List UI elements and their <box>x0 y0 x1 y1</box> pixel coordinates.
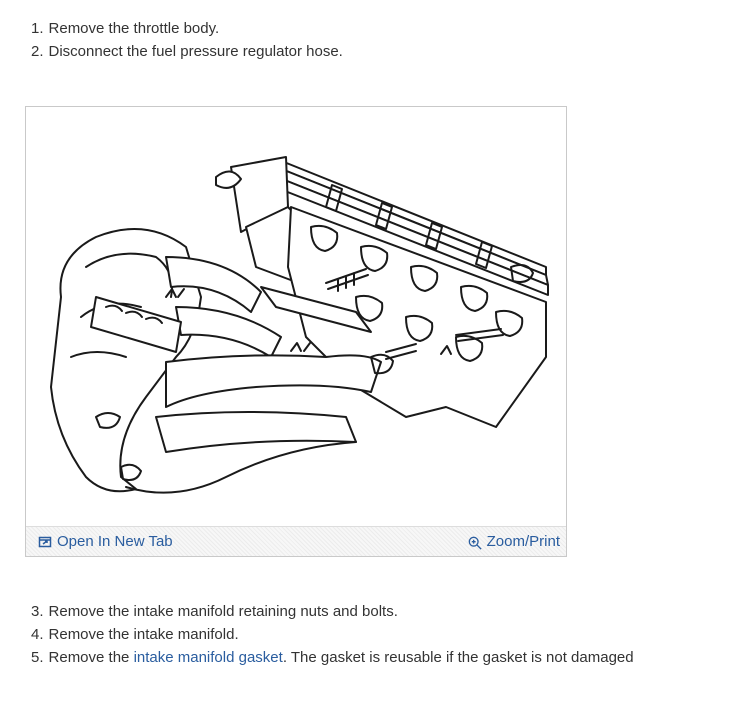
intake-manifold-illustration <box>50 156 549 494</box>
intake-manifold-gasket-link[interactable]: intake manifold gasket <box>133 649 283 666</box>
open-in-new-tab-label: Open In New Tab <box>57 533 173 550</box>
zoom-print-label: Zoom/Print <box>486 533 560 550</box>
figure-container: Open In New Tab Zoom/Print <box>25 106 567 557</box>
step-text: Disconnect the fuel pressure regulator h… <box>48 43 343 60</box>
step-item: 4.Remove the intake manifold. <box>31 623 634 646</box>
figure-footer: Open In New Tab Zoom/Print <box>26 526 566 556</box>
step-number: 5. <box>31 649 44 666</box>
step-number: 2. <box>31 43 44 60</box>
step-number: 4. <box>31 626 44 643</box>
step-item: 5.Remove the intake manifold gasket. The… <box>31 646 634 669</box>
open-in-new-tab-button[interactable]: Open In New Tab <box>38 532 173 552</box>
magnifier-plus-icon <box>468 535 482 550</box>
step-text: Remove the intake manifold retaining nut… <box>48 603 398 620</box>
step-text: Remove the throttle body. <box>48 20 220 37</box>
step-text-after-link: . The gasket is reusable if the gasket i… <box>282 649 634 666</box>
steps-list-after: 3.Remove the intake manifold retaining n… <box>31 600 634 669</box>
open-in-new-tab-icon <box>38 535 52 549</box>
step-item: 2.Disconnect the fuel pressure regulator… <box>31 40 343 63</box>
step-text: Remove the intake manifold. <box>48 626 239 643</box>
step-text-before-link: Remove the <box>48 649 134 666</box>
step-number: 1. <box>31 20 44 37</box>
step-item: 3.Remove the intake manifold retaining n… <box>31 600 634 623</box>
zoom-print-button[interactable]: Zoom/Print <box>468 532 560 552</box>
step-number: 3. <box>31 603 44 620</box>
step-item: 1.Remove the throttle body. <box>31 17 343 40</box>
steps-list-before: 1.Remove the throttle body. 2.Disconnect… <box>31 17 343 63</box>
